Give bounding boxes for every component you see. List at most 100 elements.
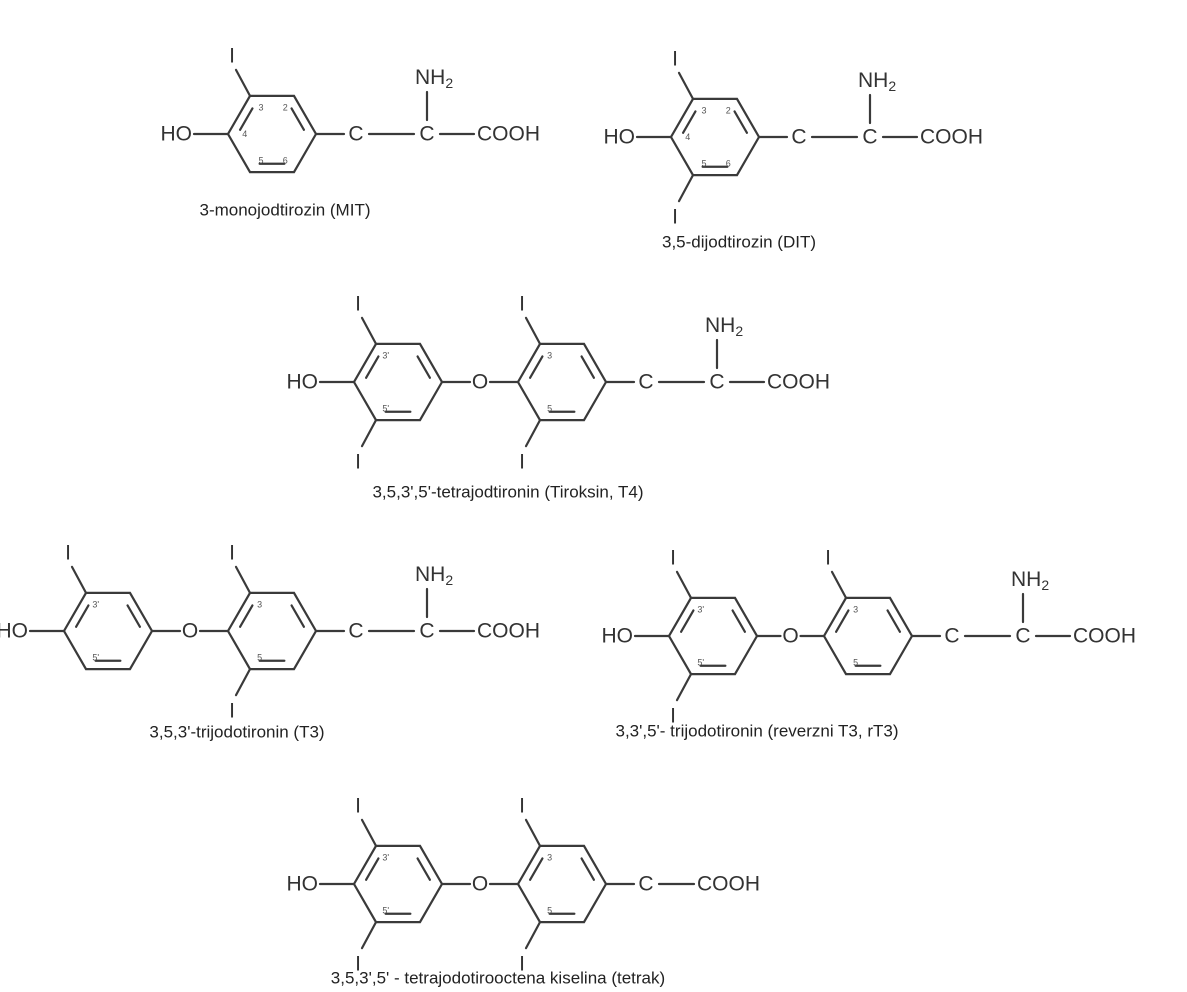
iodine-bond (524, 818, 542, 847)
ring-double-bond (364, 857, 380, 881)
ring-position-number: 2 (283, 103, 288, 113)
ring-outline (667, 596, 759, 676)
ring-double-bond (416, 857, 432, 881)
mit-caption: 3-monojodtirozin (MIT) (200, 201, 371, 220)
ring-position-number: 3 (257, 600, 262, 610)
ring-double-bond (364, 355, 380, 379)
hydroxyl-group-label: HO (287, 873, 319, 896)
ring-position-number: 4 (242, 129, 247, 139)
ring-position-number: 5 (257, 652, 262, 662)
iodine-label: I (229, 541, 235, 564)
ring-double-bond (733, 110, 749, 134)
hydroxyl-group-label: HO (602, 625, 634, 648)
amino-group-label: NH2 (858, 69, 896, 95)
iodine-label: I (355, 953, 361, 976)
ring-position-number: 5 (701, 158, 706, 168)
ether-oxygen-label: O (182, 620, 198, 643)
ring-position-number: 5 (258, 155, 263, 165)
t4-outer-ring: 3'5' (352, 342, 444, 422)
iodine-bond (675, 673, 693, 702)
ring-outline (669, 97, 761, 177)
iodine-bond (234, 565, 252, 594)
ring-outline (226, 591, 318, 671)
alpha-carbon-label: C (862, 126, 877, 149)
tetrac-caption: 3,5,3',5' - tetrajodotirooctena kiselina… (331, 969, 665, 988)
ring-double-bond (74, 604, 90, 628)
carboxyl-group-label: COOH (767, 371, 830, 394)
rt3-inner-ring: 35 (822, 596, 914, 676)
ring-outline (352, 844, 444, 924)
iodine-bond (360, 921, 378, 950)
ether-oxygen-label: O (472, 873, 488, 896)
iodine-bond (70, 565, 88, 594)
ring-position-number: 5' (382, 403, 389, 413)
ring-double-bond (679, 609, 695, 633)
iodine-label: I (229, 44, 235, 67)
rt3-outer-ring: 3'5' (667, 596, 759, 676)
ring-double-bond (416, 355, 432, 379)
carboxyl-group-label: COOH (697, 873, 760, 896)
iodine-label: I (519, 794, 525, 817)
ring-double-bond (290, 107, 306, 131)
tetrac-outer-ring: 3'5' (352, 844, 444, 924)
alpha-carbon-label: C (419, 123, 434, 146)
iodine-bond (524, 316, 542, 345)
amino-group-label: NH2 (415, 563, 453, 589)
iodine-bond (675, 570, 693, 599)
ring-position-number: 6 (726, 158, 731, 168)
ring-outline (822, 596, 914, 676)
ring-position-number: 6 (283, 155, 288, 165)
ring-outline (62, 591, 154, 671)
iodine-label: I (672, 206, 678, 229)
iodine-label: I (825, 546, 831, 569)
ring-double-bond (238, 604, 254, 628)
iodine-bond (524, 419, 542, 448)
t3-caption: 3,5,3'-trijodotironin (T3) (149, 723, 324, 742)
ring-position-number: 2 (726, 106, 731, 116)
t3-inner-ring: 35 (226, 591, 318, 671)
hydroxyl-group-label: HO (0, 620, 28, 643)
carbon-label: C (348, 620, 363, 643)
ring-double-bond (528, 857, 544, 881)
carboxyl-group-label: COOH (1073, 625, 1136, 648)
ring-position-number: 5 (547, 403, 552, 413)
ring-double-bond (886, 609, 902, 633)
iodine-label: I (229, 700, 235, 723)
t3-outer-ring: 3'5' (62, 591, 154, 671)
ether-oxygen-label: O (782, 625, 798, 648)
carboxyl-group-label: COOH (920, 126, 983, 149)
ether-oxygen-label: O (472, 371, 488, 394)
iodine-label: I (65, 541, 71, 564)
iodine-label: I (355, 292, 361, 315)
amino-group-label: NH2 (1011, 568, 1049, 594)
iodine-label: I (355, 794, 361, 817)
ring-position-number: 3 (258, 103, 263, 113)
iodine-bond (360, 316, 378, 345)
ring-position-number: 3 (853, 605, 858, 615)
alpha-carbon-label: C (419, 620, 434, 643)
iodine-bond (830, 570, 848, 599)
carbon-label: C (638, 371, 653, 394)
ring-position-number: 3' (92, 600, 99, 610)
iodine-label: I (672, 47, 678, 70)
ring-position-number: 5 (853, 657, 858, 667)
ring-double-bond (681, 110, 697, 134)
ring-double-bond (834, 609, 850, 633)
iodine-label: I (355, 451, 361, 474)
ring-double-bond (580, 355, 596, 379)
tetrac-inner-ring: 35 (516, 844, 608, 924)
iodine-label: I (519, 292, 525, 315)
ring-position-number: 3 (547, 351, 552, 361)
ring-position-number: 3 (547, 853, 552, 863)
